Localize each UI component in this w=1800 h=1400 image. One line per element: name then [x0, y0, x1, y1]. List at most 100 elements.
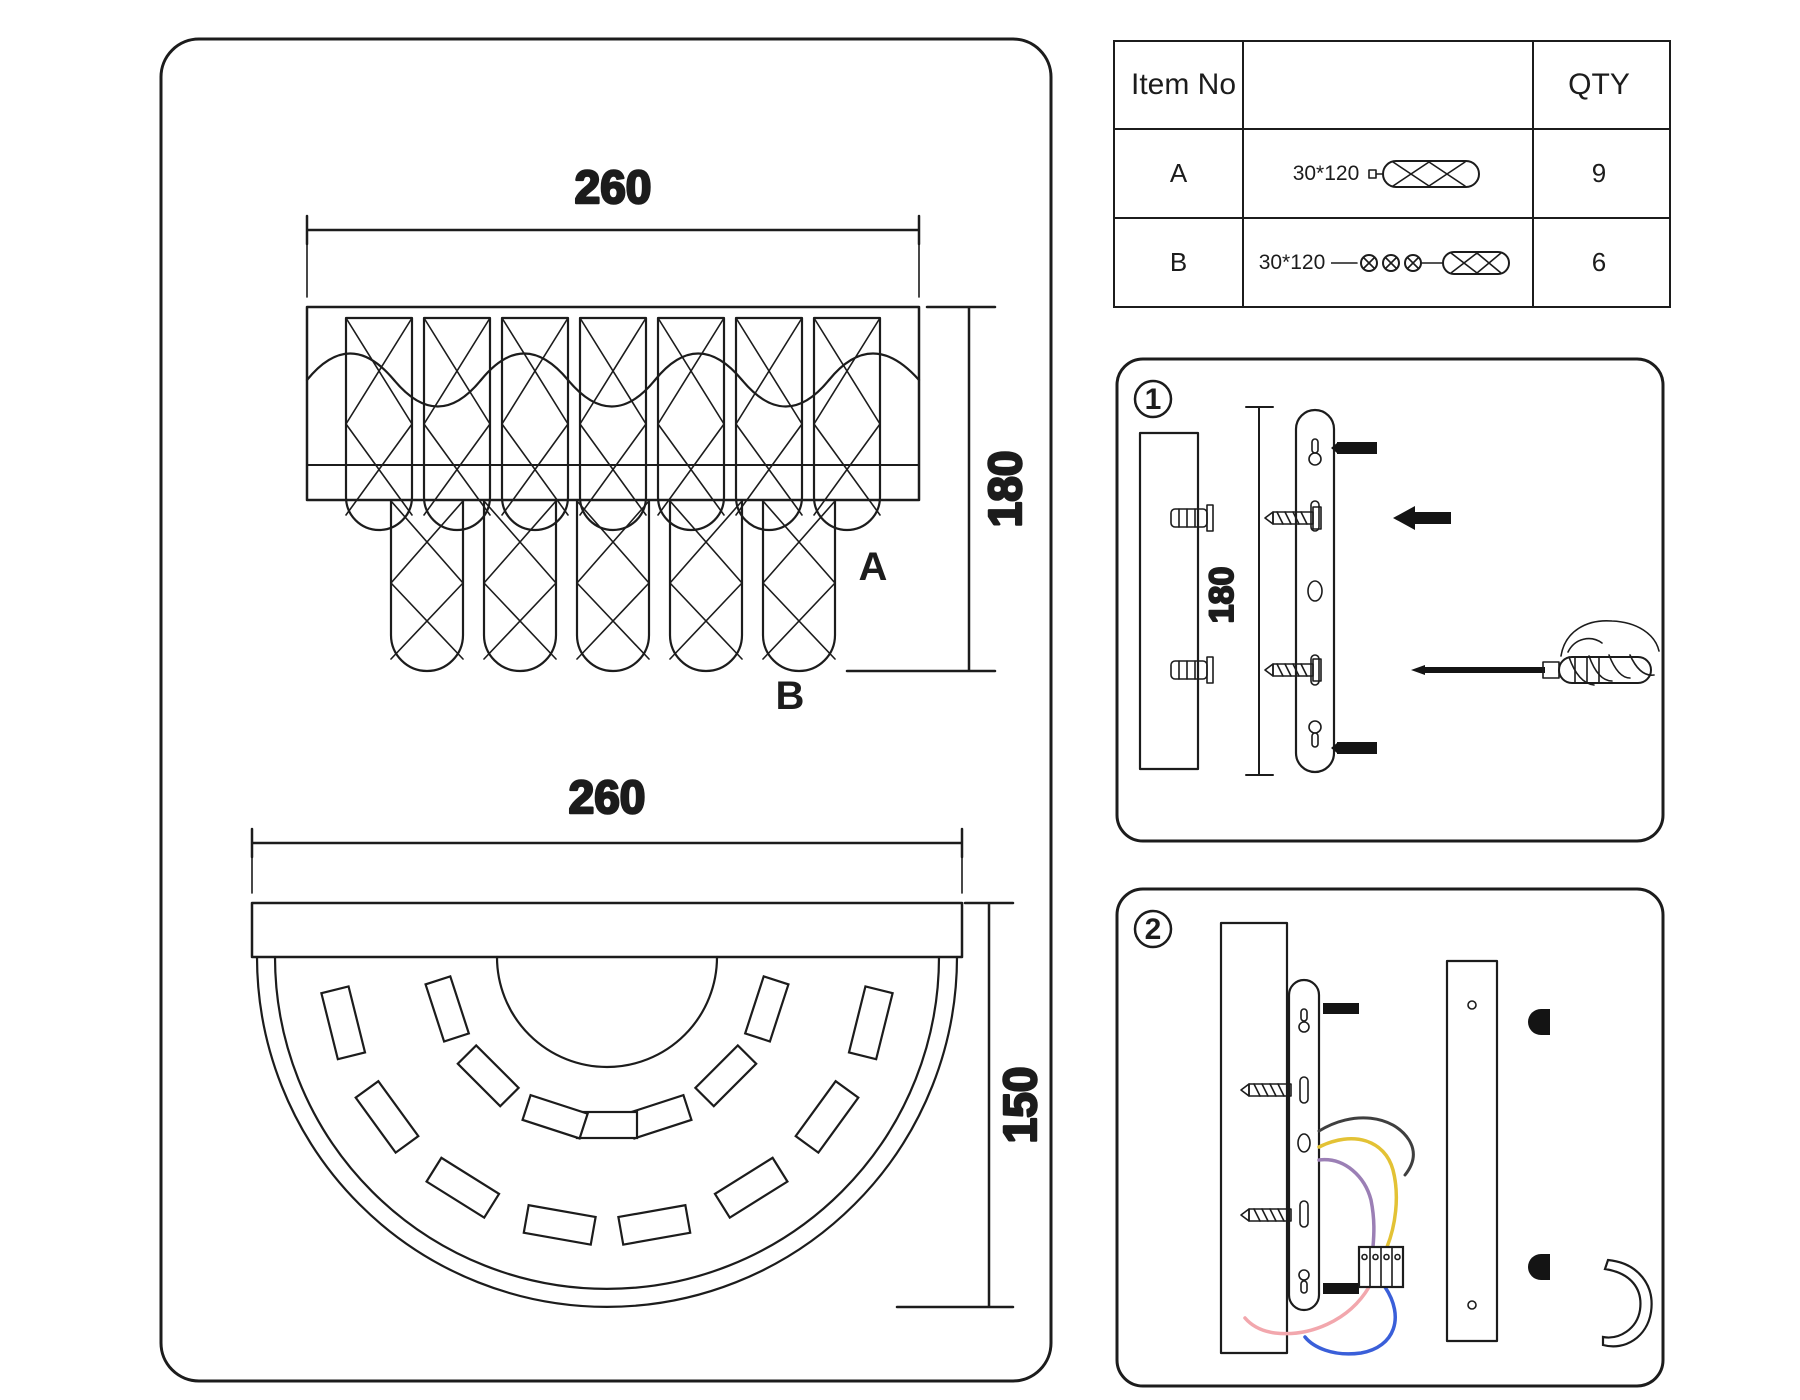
crystal-tile [713, 1156, 789, 1220]
crystal-tile [847, 985, 894, 1061]
crystal-bar [812, 316, 882, 532]
table-row-part-a: A 30*120 9 [1115, 128, 1669, 217]
crystal-tile [743, 974, 790, 1043]
col-header-image [1242, 42, 1532, 128]
table-row-part-b: B 30*120 [1115, 217, 1669, 306]
crystal-drop [482, 499, 558, 673]
wire-dark [1317, 1116, 1415, 1177]
crystal-tile [521, 1093, 590, 1140]
terminal-block [1357, 1245, 1405, 1289]
crystal-drop [575, 499, 651, 673]
col-header-qty: QTY [1532, 42, 1664, 128]
crystal-tile [693, 1043, 758, 1108]
step-1-panel: 1 180 [1113, 355, 1667, 845]
dimension-drawing-panel: 260 [157, 35, 1055, 1385]
step-number-badge: 2 [1133, 909, 1173, 949]
step-1-number: 1 [1145, 383, 1162, 416]
front-height-dim-label: 180 [979, 451, 1031, 528]
crystal-facet-lines [390, 500, 836, 660]
width-dimension: 260 [250, 770, 964, 894]
black-screw-icon [1323, 1283, 1359, 1294]
front-view-drawing: 260 [305, 160, 1032, 718]
crystal-drop [668, 499, 744, 673]
crystal-bar [734, 316, 804, 532]
wall-section [1138, 431, 1200, 771]
part-a-size: 30*120 [1292, 161, 1360, 185]
crystal-ring-inner [424, 974, 790, 1140]
crystal-tile [354, 1079, 420, 1155]
height-dimension: 180 [845, 305, 1032, 673]
crystal-drop [389, 499, 465, 673]
width-dimension: 260 [305, 160, 921, 298]
depth-dimension: 150 [895, 901, 1047, 1309]
screwdriver-icon [1411, 656, 1652, 684]
part-b-size: 30*120 [1258, 250, 1326, 274]
step-2-number: 2 [1145, 913, 1162, 946]
crystal-tile [522, 1203, 597, 1246]
crystal-tile [424, 974, 471, 1043]
upper-crystal-row [344, 316, 882, 532]
lower-crystal-row [389, 499, 837, 673]
decorative-wire [305, 352, 921, 408]
crystal-bar [344, 316, 414, 532]
step-2-panel: 2 [1113, 885, 1667, 1390]
black-screw-icon [1331, 742, 1377, 754]
crystal-ring-outer [320, 985, 894, 1246]
mounting-screw-icon [1264, 506, 1322, 530]
screws-and-plug-icon [1331, 250, 1511, 275]
black-screw-icon [1331, 442, 1377, 454]
top-view-drawing: 260 [250, 770, 1047, 1309]
crystal-drop [761, 499, 837, 673]
part-b-qty: 6 [1532, 219, 1664, 306]
part-label-b: B [776, 674, 805, 718]
part-a-image-cell: 30*120 [1242, 130, 1532, 217]
direction-arrow-icon [1393, 506, 1451, 530]
wall-anchor-icon [1170, 504, 1214, 532]
front-width-dim-label: 260 [575, 161, 652, 213]
part-label-a: A [859, 545, 888, 589]
shade-arcs [255, 955, 959, 1309]
cap-nut-icon [1528, 1254, 1550, 1280]
plate-holes [1297, 1008, 1311, 1294]
mounting-plate [1287, 978, 1321, 1312]
crystal-bar [656, 316, 726, 532]
lamp-backplate [1445, 959, 1499, 1343]
step-1-dim-label: 180 [1203, 567, 1241, 624]
bracket-height-dimension: 180 [1202, 406, 1274, 776]
lamp-backplate-band [305, 305, 921, 502]
wire-purple [1317, 1158, 1376, 1249]
black-screw-icon [1323, 1003, 1359, 1014]
plate-holes [1307, 438, 1323, 748]
wall-section [1219, 921, 1289, 1355]
panel-border [1115, 887, 1665, 1388]
panel-border [159, 37, 1053, 1383]
wire-yellow [1317, 1137, 1399, 1249]
crystal-tile [794, 1079, 860, 1155]
wall-plug-icon [1368, 159, 1481, 188]
part-a-qty: 9 [1532, 130, 1664, 217]
part-b-id: B [1169, 247, 1188, 277]
mounting-plate [1294, 408, 1336, 774]
crystal-bar [422, 316, 492, 532]
mounting-screw-icon [1264, 658, 1322, 682]
part-a-id: A [1169, 158, 1188, 188]
top-depth-dim-label: 150 [994, 1067, 1046, 1144]
hand-illustration [1560, 620, 1660, 686]
panel-border [1115, 357, 1665, 843]
cap-nut-icon [1528, 1009, 1550, 1035]
crystal-tile [425, 1156, 501, 1220]
wire-pink [1243, 1285, 1371, 1336]
mounting-screw-icon [1240, 1083, 1292, 1097]
wiring [1243, 1116, 1415, 1356]
col-header-item-no: Item No [1131, 68, 1237, 101]
crystal-bar [500, 316, 570, 532]
crystal-tile [617, 1203, 692, 1246]
mounting-screw-icon [1240, 1208, 1292, 1222]
mounting-bar [250, 901, 964, 959]
wire-blue [1303, 1285, 1397, 1356]
step-number-badge: 1 [1133, 379, 1173, 419]
part-b-image-cell: 30*120 [1242, 219, 1532, 306]
crystal-tile [320, 985, 367, 1061]
top-width-dim-label: 260 [569, 771, 646, 823]
